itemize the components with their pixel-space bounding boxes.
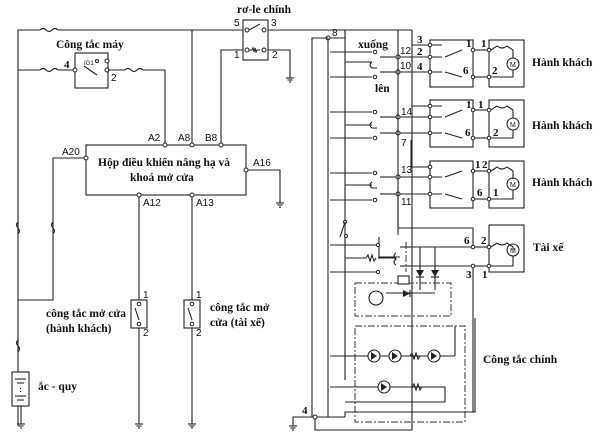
led-icon — [427, 349, 441, 363]
unit1-switch-pin-3: 3 — [417, 34, 423, 46]
unit1-motor-pin-2: 2 — [492, 65, 498, 77]
control-unit — [83, 142, 249, 198]
control-unit-label-1: Hộp điều khiển nâng hạ và — [98, 156, 230, 169]
svg-text:IG1: IG1 — [84, 61, 94, 67]
pin-A2: A2 — [148, 133, 161, 144]
unit2-motor-pin-2: 2 — [493, 127, 499, 139]
unit2-motor-pin-1: 1 — [478, 99, 484, 111]
relay-pin-3: 3 — [271, 18, 277, 29]
svg-text:M: M — [510, 248, 516, 255]
door-switch-driver-pin-1: 1 — [196, 290, 202, 301]
main-relay — [220, 19, 294, 145]
pin-A13: A13 — [196, 198, 214, 209]
pin-A20: A20 — [62, 147, 80, 158]
unit1-relay-pin-6: 6 — [463, 65, 469, 77]
svg-text:M: M — [510, 122, 516, 129]
transistor-icon — [368, 290, 384, 306]
window-unit-passenger-2: M — [400, 99, 525, 148]
driver-relay-pin-6: 6 — [464, 235, 470, 247]
battery-label: ắc - quy — [38, 380, 77, 393]
battery-icon — [11, 371, 30, 429]
ground-icon — [286, 77, 294, 83]
passenger-3-label: Hành khách — [532, 177, 593, 189]
pin-A8: A8 — [178, 133, 191, 144]
ignition-switch: IG1 — [18, 52, 166, 145]
master-switch-lamp-area — [354, 325, 466, 423]
passenger-1-label: Hành khách — [532, 57, 593, 69]
unit3-motor-pin-2: 2 — [482, 159, 488, 171]
unit1-motor-pin-1: 1 — [481, 38, 487, 50]
master-pin-11: 11 — [401, 197, 412, 208]
master-switch-label: Công tắc chính — [483, 353, 558, 366]
driver-motor-pin-1: 1 — [482, 269, 488, 281]
passenger-2-label: Hành khách — [532, 120, 593, 132]
led-icon — [388, 349, 402, 363]
window-switch-row-2 — [330, 109, 401, 141]
door-switch-driver — [183, 197, 201, 429]
relay-pin-1: 1 — [234, 50, 240, 61]
door-switch-passenger-label-2: (hành khách) — [46, 323, 112, 335]
a16-ground — [248, 169, 284, 208]
a20-wire — [15, 157, 84, 353]
down-label: xuống — [358, 38, 388, 51]
master-pin-14: 14 — [401, 107, 413, 118]
window-switch-row-3 — [330, 170, 401, 203]
window-switch-row-1 — [330, 49, 401, 80]
window-unit-driver: M — [378, 194, 525, 412]
door-switch-driver-label-2: cửa (tài xế) — [210, 316, 265, 329]
unit3-relay-pin-6: 6 — [477, 187, 483, 199]
door-switch-driver-label-1: công tắc mở — [210, 301, 270, 314]
master-pin-8: 8 — [332, 28, 338, 39]
ignition-pin-4: 4 — [64, 59, 70, 71]
unit3-relay-pin-1: 1 — [475, 159, 481, 171]
driver-label: Tài xế — [533, 241, 564, 254]
door-switch-driver-pin-2: 2 — [196, 328, 202, 339]
master-pin-10: 10 — [400, 61, 412, 72]
master-pin-4: 4 — [302, 405, 308, 417]
master-pin-7: 7 — [401, 138, 407, 149]
led-icon — [367, 349, 381, 363]
unit1-switch-pin-4: 4 — [417, 61, 423, 73]
main-relay-label: rơ-le chính — [237, 4, 292, 16]
led-icon — [377, 380, 391, 394]
svg-text:M: M — [510, 182, 516, 189]
door-switch-passenger-pin-2: 2 — [143, 328, 149, 339]
window-unit-passenger-1: M — [400, 39, 525, 88]
relay-pin-2: 2 — [272, 50, 278, 61]
unit3-motor-pin-1: 1 — [493, 187, 499, 199]
pin-B8: B8 — [205, 133, 218, 144]
door-switch-passenger-pin-1: 1 — [143, 290, 149, 301]
unit1-switch-pin-2: 2 — [417, 46, 423, 58]
ignition-switch-label: Công tắc máy — [56, 38, 124, 51]
window-unit-passenger-3: M — [400, 140, 525, 209]
unit2-relay-pin-6: 6 — [465, 127, 471, 139]
unit1-relay-pin-1: 1 — [466, 38, 472, 50]
control-unit-label-2: khoá mở cửa — [130, 172, 194, 184]
svg-text:M: M — [510, 62, 516, 69]
up-label: lên — [375, 83, 390, 95]
pin-A16: A16 — [253, 158, 271, 169]
unit2-relay-pin-1: 1 — [466, 99, 472, 111]
indicator-leds — [330, 326, 456, 403]
driver-motor-pin-2: 2 — [481, 235, 487, 247]
master-pin-13: 13 — [401, 165, 413, 176]
top-bus-wire — [17, 27, 346, 426]
master-pin-12: 12 — [400, 46, 412, 57]
door-switch-passenger-label-1: công tắc mở cửa — [46, 307, 126, 320]
driver-relay-pin-3: 3 — [466, 269, 472, 281]
relay-pin-5: 5 — [234, 18, 240, 29]
driver-auto-circuit — [330, 242, 452, 317]
door-switch-passenger — [130, 197, 148, 429]
ignition-pin-2: 2 — [111, 73, 117, 84]
window-lock-switch — [339, 220, 348, 238]
pin-A12: A12 — [143, 198, 161, 209]
